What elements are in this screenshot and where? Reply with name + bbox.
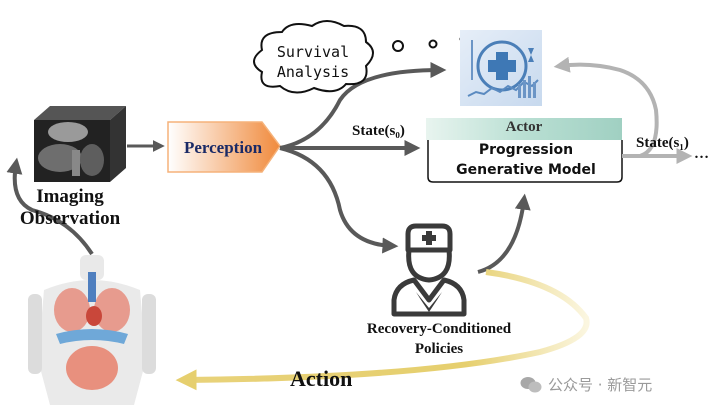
doctor-icon (391, 223, 467, 317)
state0-label: State(s₀) (352, 123, 405, 139)
continuation-ellipsis: … (694, 146, 709, 162)
thought-bubble-dot (428, 39, 438, 49)
feedback-loop-arrow (553, 56, 659, 158)
imaging-observation-label: Imaging Observation (10, 186, 130, 230)
doctor-cross (422, 235, 436, 241)
policies-label-line2: Policies (414, 341, 464, 357)
action-label: Action (290, 366, 353, 391)
perception-label: Perception (183, 138, 263, 157)
policies-label-line1: Recovery-Conditioned (366, 321, 512, 337)
thought-cloud-icon (253, 20, 374, 94)
watermark: 公众号 · 新智元 (520, 374, 652, 395)
perception-to-policies-arrow (279, 146, 399, 254)
watermark-text: 公众号 · 新智元 (548, 376, 653, 394)
ct-scan-cube-icon (34, 106, 126, 182)
survival-label-line2: Analysis (276, 63, 350, 81)
wechat-icon (520, 376, 542, 392)
policies-label: Recovery-Conditioned Policies (334, 319, 544, 359)
actor-header-label: Actor (505, 119, 543, 135)
state1-label: State(s₁) (636, 135, 689, 151)
perception-to-survival-arrow (279, 62, 447, 150)
survival-analysis-label: Survival Analysis (258, 42, 368, 82)
actor-header-bar (426, 118, 622, 140)
actor-model-label: Progression Generative Model (428, 140, 624, 180)
health-analytics-icon (460, 30, 542, 106)
perception-box (167, 121, 281, 173)
model-label-line2: Generative Model (456, 162, 596, 178)
actor-box (427, 140, 623, 183)
imaging-label-line1: Imaging (36, 186, 104, 207)
policies-to-actor-arrow (477, 193, 531, 274)
doctor-collar (416, 292, 442, 312)
thought-bubble-dot (392, 40, 404, 52)
observation-arrow (6, 157, 94, 256)
human-anatomy-icon (28, 255, 156, 405)
survival-label-line1: Survival (276, 43, 350, 61)
imaging-label-line2: Observation (19, 208, 121, 229)
action-arrow (175, 269, 590, 391)
model-label-line1: Progression (478, 142, 574, 158)
